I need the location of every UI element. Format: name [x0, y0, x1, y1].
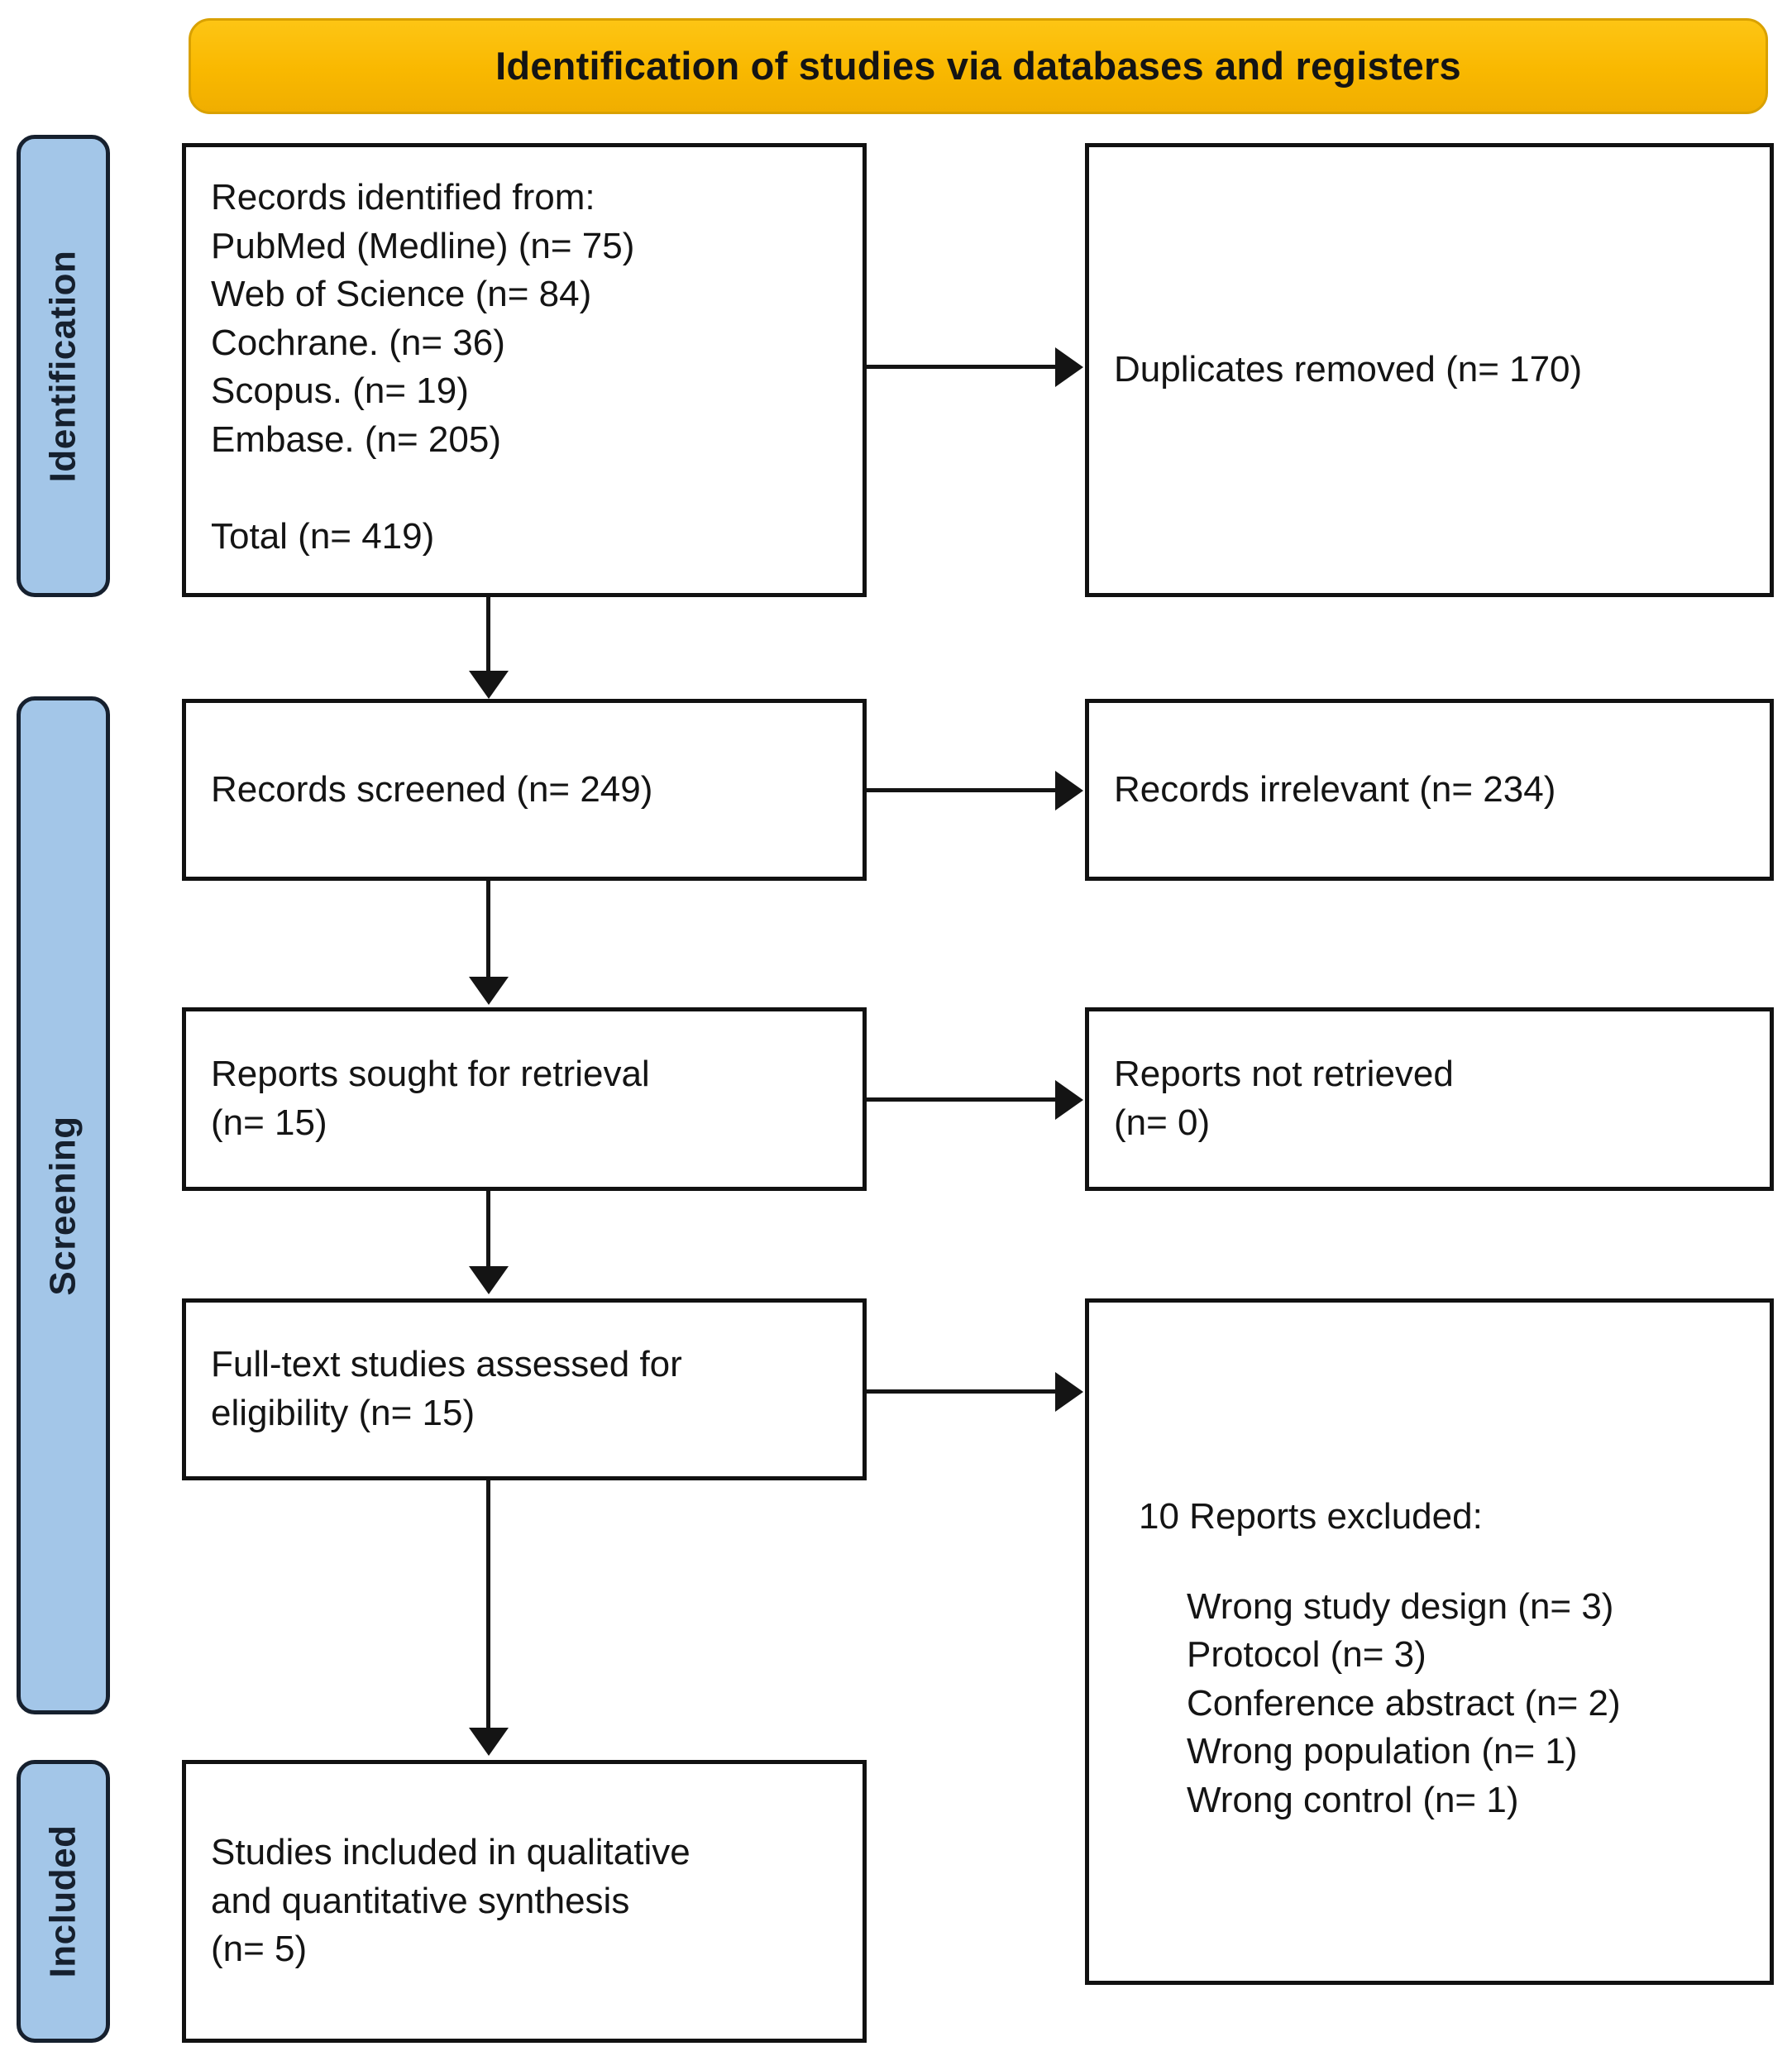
excluded-reason-item: Wrong population (n= 1) [1187, 1731, 1578, 1772]
box-duplicates-removed-text: Duplicates removed (n= 170) [1114, 349, 1583, 390]
connector-fulltext-to-included [486, 1480, 490, 1729]
box-records-irrelevant: Records irrelevant (n= 234) [1085, 699, 1774, 881]
phase-label-screening: Screening [17, 696, 110, 1714]
arrow-down-icon [469, 671, 509, 699]
box-records-screened: Records screened (n= 249) [182, 699, 867, 881]
phase-label-screening-text: Screening [42, 1115, 84, 1296]
excluded-reason-list: Wrong study design (n= 3) Protocol (n= 3… [1139, 1583, 1745, 1825]
box-reports-excluded: 10 Reports excluded: Wrong study design … [1085, 1298, 1774, 1985]
box-reports-sought-text: Reports sought for retrieval (n= 15) [211, 1054, 650, 1143]
connector-screened-to-sought [486, 881, 490, 977]
box-studies-included-text: Studies included in qualitative and quan… [211, 1832, 691, 1970]
box-duplicates-removed: Duplicates removed (n= 170) [1085, 143, 1774, 597]
connector-screened-to-irrelevant [867, 788, 1057, 792]
box-records-identified-text: Records identified from: PubMed (Medline… [211, 177, 635, 557]
excluded-content: 10 Reports excluded: Wrong study design … [1139, 1493, 1745, 1824]
box-records-screened-text: Records screened (n= 249) [211, 768, 653, 810]
arrow-down-icon [469, 1728, 509, 1756]
diagram-header-banner: Identification of studies via databases … [189, 18, 1768, 114]
box-fulltext-assessed: Full-text studies assessed for eligibili… [182, 1298, 867, 1480]
excluded-reason-item: Protocol (n= 3) [1187, 1634, 1426, 1676]
box-records-irrelevant-text: Records irrelevant (n= 234) [1114, 768, 1556, 810]
box-records-identified: Records identified from: PubMed (Medline… [182, 143, 867, 597]
arrow-down-icon [469, 1266, 509, 1294]
arrow-right-icon [1055, 1080, 1083, 1120]
excluded-reason-item: Wrong control (n= 1) [1187, 1779, 1519, 1820]
excluded-reason-item: Conference abstract (n= 2) [1187, 1682, 1621, 1724]
excluded-reason-item: Wrong study design (n= 3) [1187, 1585, 1614, 1627]
phase-label-included: Included [17, 1760, 110, 2043]
arrow-right-icon [1055, 771, 1083, 810]
phase-label-identification: Identification [17, 135, 110, 597]
box-fulltext-assessed-text: Full-text studies assessed for eligibili… [211, 1344, 682, 1433]
box-studies-included: Studies included in qualitative and quan… [182, 1760, 867, 2043]
arrow-right-icon [1055, 1372, 1083, 1412]
phase-label-identification-text: Identification [42, 250, 84, 482]
box-reports-not-retrieved: Reports not retrieved (n= 0) [1085, 1007, 1774, 1191]
connector-sought-to-notretrieved [867, 1097, 1057, 1102]
connector-identified-to-screened [486, 597, 490, 673]
connector-fulltext-to-excluded [867, 1389, 1057, 1394]
connector-sought-to-fulltext [486, 1191, 490, 1269]
arrow-right-icon [1055, 347, 1083, 387]
excluded-heading: 10 Reports excluded: [1139, 1496, 1483, 1537]
connector-identified-to-duplicates [867, 365, 1057, 369]
diagram-title: Identification of studies via databases … [495, 44, 1461, 88]
box-reports-sought: Reports sought for retrieval (n= 15) [182, 1007, 867, 1191]
phase-label-included-text: Included [42, 1824, 84, 1978]
box-reports-not-retrieved-text: Reports not retrieved (n= 0) [1114, 1054, 1454, 1143]
arrow-down-icon [469, 977, 509, 1005]
